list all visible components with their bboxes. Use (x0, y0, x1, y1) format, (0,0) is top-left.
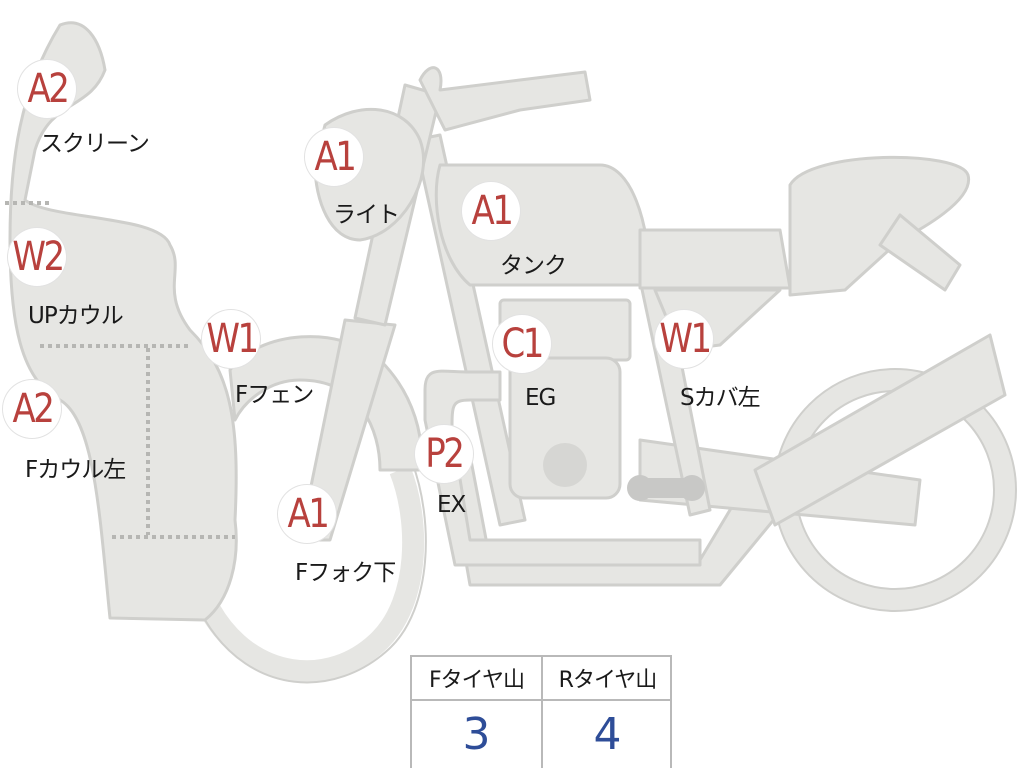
marker-f-fender[interactable]: W1 (202, 310, 260, 368)
marker-code: A1 (287, 491, 329, 537)
tail (878, 213, 962, 292)
marker-up-cowl[interactable]: W2 (8, 228, 66, 286)
part-label-f-fender: Fフェン (235, 382, 314, 408)
front-wheel (200, 465, 425, 683)
engine-cover (543, 443, 587, 487)
part-label-tank: タンク (500, 253, 567, 279)
part-label-up-cowl: UPカウル (28, 303, 124, 329)
marker-code: W2 (11, 234, 65, 280)
marker-engine[interactable]: C1 (493, 315, 551, 373)
part-label-f-cowl-left: Fカウル左 (25, 457, 126, 483)
marker-code: W1 (205, 316, 259, 362)
value-rear-tire[interactable]: 4 (593, 709, 622, 760)
fairing (8, 21, 238, 622)
marker-tank[interactable]: A1 (462, 182, 520, 240)
marker-exhaust[interactable]: P2 (415, 425, 473, 483)
marker-code: A1 (314, 134, 356, 180)
part-label-exhaust: EX (437, 492, 466, 518)
marker-code: W1 (658, 316, 712, 362)
marker-code: A2 (27, 66, 69, 112)
part-label-engine: EG (525, 385, 556, 411)
tire-tread-table: Fタイヤ山 Rタイヤ山 3 4 (410, 655, 672, 768)
marker-f-cowl-left[interactable]: A2 (3, 380, 61, 438)
column-divider (541, 657, 543, 768)
part-label-side-cover-left: Sカバ左 (680, 385, 761, 411)
handlebar (418, 66, 592, 132)
marker-light[interactable]: A1 (305, 128, 363, 186)
marker-screen[interactable]: A2 (18, 60, 76, 118)
marker-code: P2 (425, 431, 465, 477)
header-front-tire: Fタイヤ山 (412, 657, 541, 701)
marker-f-fork-lower[interactable]: A1 (278, 485, 336, 543)
exhaust-pipe (423, 369, 702, 567)
marker-code: A1 (471, 188, 513, 234)
part-label-light: ライト (333, 202, 400, 228)
rear-shock (753, 333, 1007, 527)
marker-code: A2 (12, 386, 54, 432)
marker-side-cover-left[interactable]: W1 (655, 310, 713, 368)
part-label-screen: スクリーン (40, 131, 150, 157)
part-label-f-fork-lower: Fフォク下 (295, 560, 396, 586)
value-front-tire[interactable]: 3 (462, 709, 491, 760)
marker-code: C1 (501, 321, 545, 367)
header-rear-tire: Rタイヤ山 (543, 657, 672, 701)
